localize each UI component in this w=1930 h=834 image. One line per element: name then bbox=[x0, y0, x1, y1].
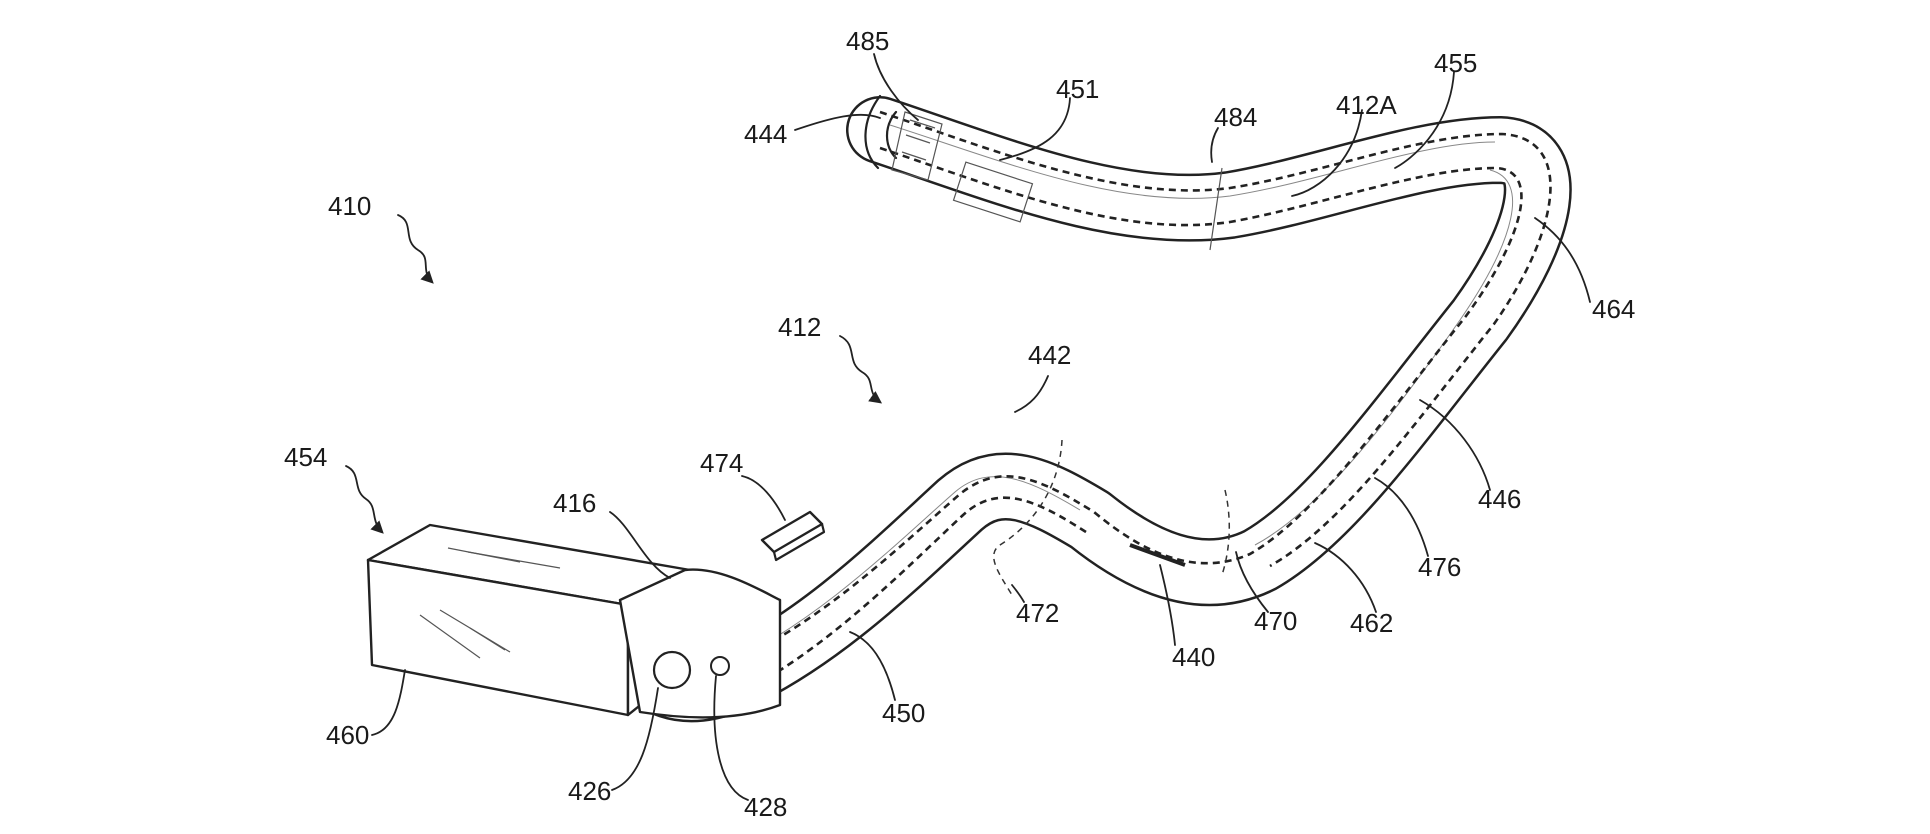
frame-shading-3 bbox=[729, 476, 1081, 663]
label-454: 454 bbox=[284, 442, 327, 472]
label-476: 476 bbox=[1418, 552, 1461, 582]
band-end-block-416 bbox=[618, 568, 782, 719]
frame-band-inner bbox=[608, 98, 1570, 720]
label-462: 462 bbox=[1350, 608, 1393, 638]
label-472: 472 bbox=[1016, 598, 1059, 628]
frame-dashed-lower-2 bbox=[733, 496, 1087, 698]
frame-end-cap bbox=[864, 94, 943, 181]
component-451 bbox=[952, 161, 1034, 223]
frame-dashed-lower bbox=[727, 146, 1523, 666]
camera-426 bbox=[652, 650, 692, 690]
label-444: 444 bbox=[744, 119, 787, 149]
section-line-484 bbox=[1209, 167, 1223, 251]
label-485: 485 bbox=[846, 26, 889, 56]
label-451: 451 bbox=[1056, 74, 1099, 104]
label-412A: 412A bbox=[1336, 90, 1397, 120]
label-442: 442 bbox=[1028, 340, 1071, 370]
label-428: 428 bbox=[744, 792, 787, 822]
reference-numerals: 410 412 412A 416 426 428 440 442 444 446… bbox=[284, 26, 1635, 822]
label-446: 446 bbox=[1478, 484, 1521, 514]
label-455: 455 bbox=[1434, 48, 1477, 78]
leader-lines bbox=[345, 53, 1591, 801]
frame-dashed-upper bbox=[879, 110, 1552, 568]
label-410: 410 bbox=[328, 191, 371, 221]
button-474 bbox=[760, 510, 826, 562]
label-484: 484 bbox=[1214, 102, 1257, 132]
headband-frame bbox=[606, 96, 1572, 723]
internal-line-472 bbox=[993, 439, 1063, 596]
frame-shading-2 bbox=[1254, 169, 1514, 546]
contact-strip-440 bbox=[1129, 543, 1186, 567]
label-416: 416 bbox=[553, 488, 596, 518]
sensor-428 bbox=[710, 656, 730, 676]
label-440: 440 bbox=[1172, 642, 1215, 672]
label-426: 426 bbox=[568, 776, 611, 806]
internal-line-470 bbox=[1221, 489, 1231, 576]
label-450: 450 bbox=[882, 698, 925, 728]
label-474: 474 bbox=[700, 448, 743, 478]
label-412: 412 bbox=[778, 312, 821, 342]
label-470: 470 bbox=[1254, 606, 1297, 636]
label-464: 464 bbox=[1592, 294, 1635, 324]
frame-shading bbox=[889, 124, 1496, 199]
label-460: 460 bbox=[326, 720, 369, 750]
